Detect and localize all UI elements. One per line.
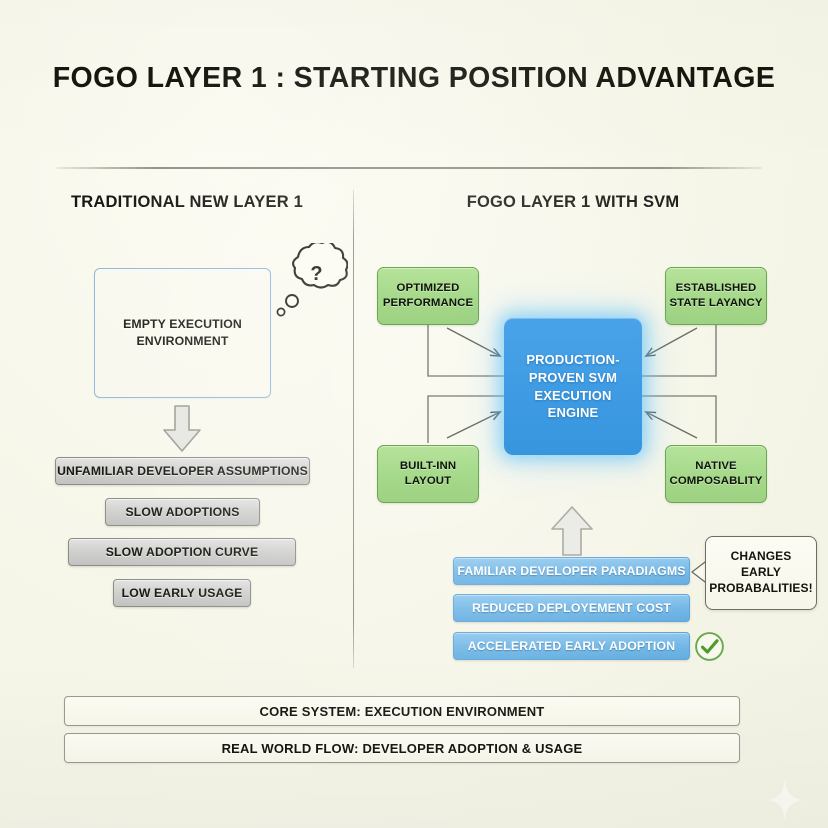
callout-changes-early-probabalities[interactable]: CHANGES EARLY PROBABALITIES! [705, 536, 817, 610]
feature-box-native-composablity[interactable]: NATIVE COMPOSABLITY [665, 445, 767, 503]
left-bar-0[interactable]: UNFAMILIAR DEVELOPER ASSUMPTIONS [55, 457, 310, 485]
outcome-bar-1[interactable]: REDUCED DEPLOYEMENT COST [453, 594, 690, 622]
feature-box-label: NATIVE COMPOSABLITY [669, 459, 763, 487]
up-arrow-icon [546, 504, 598, 558]
thought-bubble-question-mark: ? [310, 262, 323, 285]
engine-label: PRODUCTION- PROVEN SVM EXECUTION ENGINE [526, 351, 620, 421]
horizontal-divider [56, 167, 762, 169]
check-circle-icon [694, 631, 725, 662]
empty-execution-environment-label: EMPTY EXECUTION ENVIRONMENT [123, 316, 242, 348]
vertical-divider [353, 190, 355, 668]
down-arrow-icon [158, 404, 206, 454]
callout-label: CHANGES EARLY PROBABALITIES! [709, 549, 813, 595]
feature-box-label: BUILT-INN LAYOUT [399, 459, 457, 487]
legend-bar-real-world-flow[interactable]: REAL WORLD FLOW: DEVELOPER ADOPTION & US… [64, 733, 740, 763]
empty-execution-environment-box[interactable]: EMPTY EXECUTION ENVIRONMENT [94, 268, 271, 398]
left-column-header: TRADITIONAL NEW LAYER 1 [71, 193, 303, 211]
left-bar-3[interactable]: LOW EARLY USAGE [113, 579, 251, 607]
right-column-header: FOGO LAYER 1 WITH SVM [466, 193, 680, 211]
thought-bubble-icon: ? [272, 240, 349, 325]
feature-box-label: OPTIMIZED PERFORMANCE [382, 281, 474, 309]
outcome-bar-2[interactable]: ACCELERATED EARLY ADOPTION [453, 632, 690, 660]
legend-bar-core-system[interactable]: CORE SYSTEM: EXECUTION ENVIRONMENT [64, 696, 740, 726]
left-bar-1[interactable]: SLOW ADOPTIONS [105, 498, 260, 526]
sparkle-icon [768, 780, 802, 820]
feature-box-optimized-performance[interactable]: OPTIMIZED PERFORMANCE [377, 267, 479, 325]
page-title: FOGO LAYER 1 : STARTING POSITION ADVANTA… [52, 62, 776, 94]
outcome-bar-0[interactable]: FAMILIAR DEVELOPER PARADIAGMS [453, 557, 690, 585]
feature-box-built-inn-layout[interactable]: BUILT-INN LAYOUT [377, 445, 479, 503]
feature-box-established-state-layancy[interactable]: ESTABLISHED STATE LAYANCY [665, 267, 767, 325]
feature-box-label: ESTABLISHED STATE LAYANCY [669, 281, 763, 309]
left-bar-2[interactable]: SLOW ADOPTION CURVE [68, 538, 296, 566]
production-proven-svm-execution-engine-box[interactable]: PRODUCTION- PROVEN SVM EXECUTION ENGINE [504, 318, 642, 455]
